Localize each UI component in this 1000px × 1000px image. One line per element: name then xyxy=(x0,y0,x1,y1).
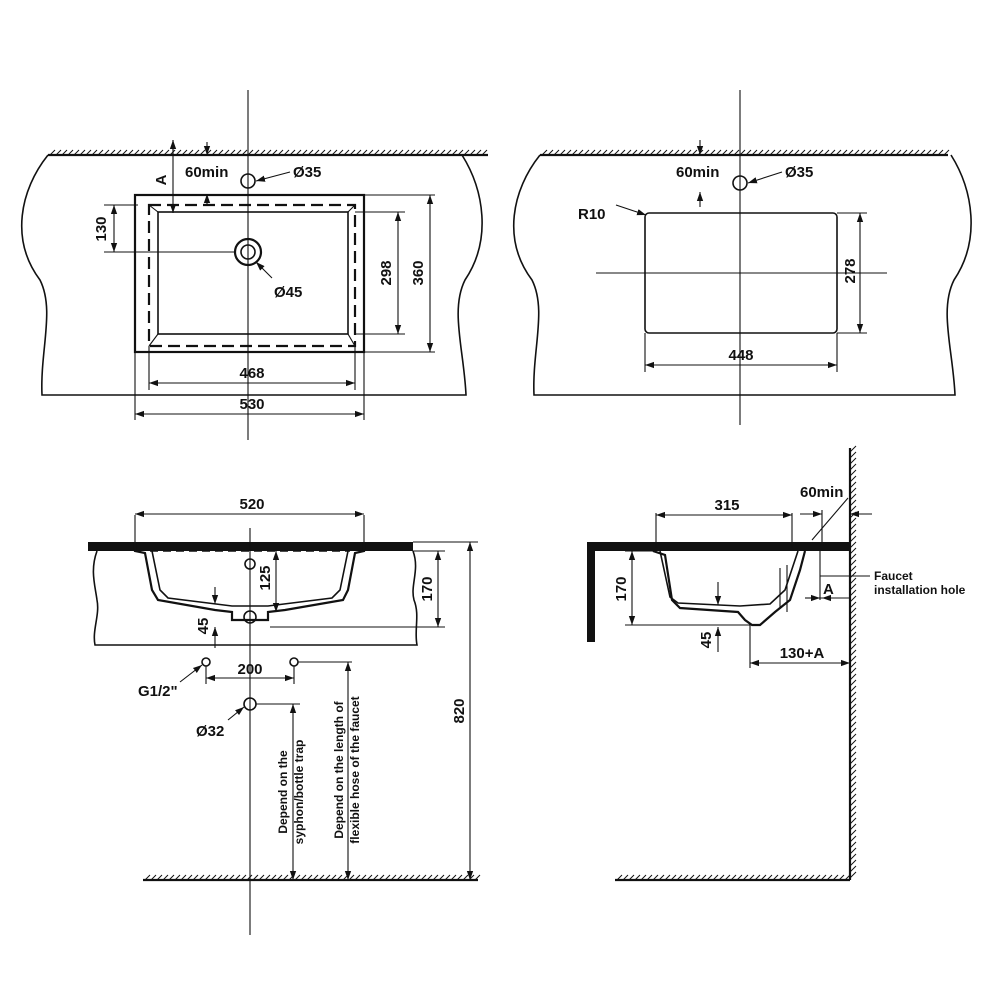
label-d35-top-left: Ø35 xyxy=(293,164,321,181)
label-360: 360 xyxy=(410,260,427,285)
label-468: 468 xyxy=(239,365,264,382)
basin-outer-rim xyxy=(133,193,366,354)
cutout-dashed xyxy=(147,203,357,348)
label-315: 315 xyxy=(714,497,739,514)
label-530: 530 xyxy=(239,396,264,413)
label-a-side: A xyxy=(823,581,834,598)
side-section: 315 60min 170 45 A Faucet installation h… xyxy=(587,445,966,882)
supply-right xyxy=(289,657,299,667)
supply-left xyxy=(201,657,211,667)
label-45-side: 45 xyxy=(698,632,715,649)
label-d35-top-right: Ø35 xyxy=(785,164,813,181)
note-syphon-line2: syphon/bottle trap xyxy=(292,740,306,845)
label-448: 448 xyxy=(728,347,753,364)
floor-side xyxy=(615,874,851,882)
label-60min-side: 60min xyxy=(800,484,843,501)
label-298: 298 xyxy=(378,260,395,285)
note-faucet-line1: Faucet xyxy=(874,569,913,583)
countertop-slab-side xyxy=(587,542,850,551)
countertop-outline-left xyxy=(21,154,483,396)
label-170-side: 170 xyxy=(613,576,630,601)
label-130: 130 xyxy=(93,216,110,241)
plan-view-left: A 60min Ø35 130 Ø45 298 360 468 530 xyxy=(21,90,488,440)
bowl-inner xyxy=(157,211,349,335)
label-d32: Ø32 xyxy=(196,723,224,740)
plan-view-right: 60min Ø35 R10 278 448 xyxy=(513,90,972,425)
label-520: 520 xyxy=(239,496,264,513)
label-60min-top-left: 60min xyxy=(185,164,228,181)
label-820: 820 xyxy=(451,698,468,723)
faucet-hole-right xyxy=(732,175,748,191)
front-elevation: 520 125 170 45 200 G1/2" Ø32 Depend on t… xyxy=(88,496,481,935)
label-45-front: 45 xyxy=(195,618,212,635)
label-130a: 130+A xyxy=(780,645,825,662)
label-170-front: 170 xyxy=(419,576,436,601)
note-hose-line1: Depend on the length of xyxy=(332,700,346,838)
label-60min-top-right: 60min xyxy=(676,164,719,181)
label-125: 125 xyxy=(257,565,274,590)
note-faucet-line2: installation hole xyxy=(874,583,966,597)
cutout-template xyxy=(644,212,838,334)
basin-profile-side xyxy=(652,549,807,627)
label-d45: Ø45 xyxy=(274,284,302,301)
floor-front xyxy=(143,874,481,882)
label-278: 278 xyxy=(842,258,859,283)
label-a-top: A xyxy=(153,174,170,185)
countertop-outline-right xyxy=(513,154,972,396)
label-r10: R10 xyxy=(578,206,606,223)
wall-hatch-top-left xyxy=(48,149,488,157)
note-hose-line2: flexible hose of the faucet xyxy=(348,696,362,843)
wall-hatch-top-right xyxy=(540,149,950,157)
label-g12: G1/2" xyxy=(138,683,178,700)
note-syphon-line1: Depend on the xyxy=(276,750,290,834)
label-200: 200 xyxy=(237,661,262,678)
